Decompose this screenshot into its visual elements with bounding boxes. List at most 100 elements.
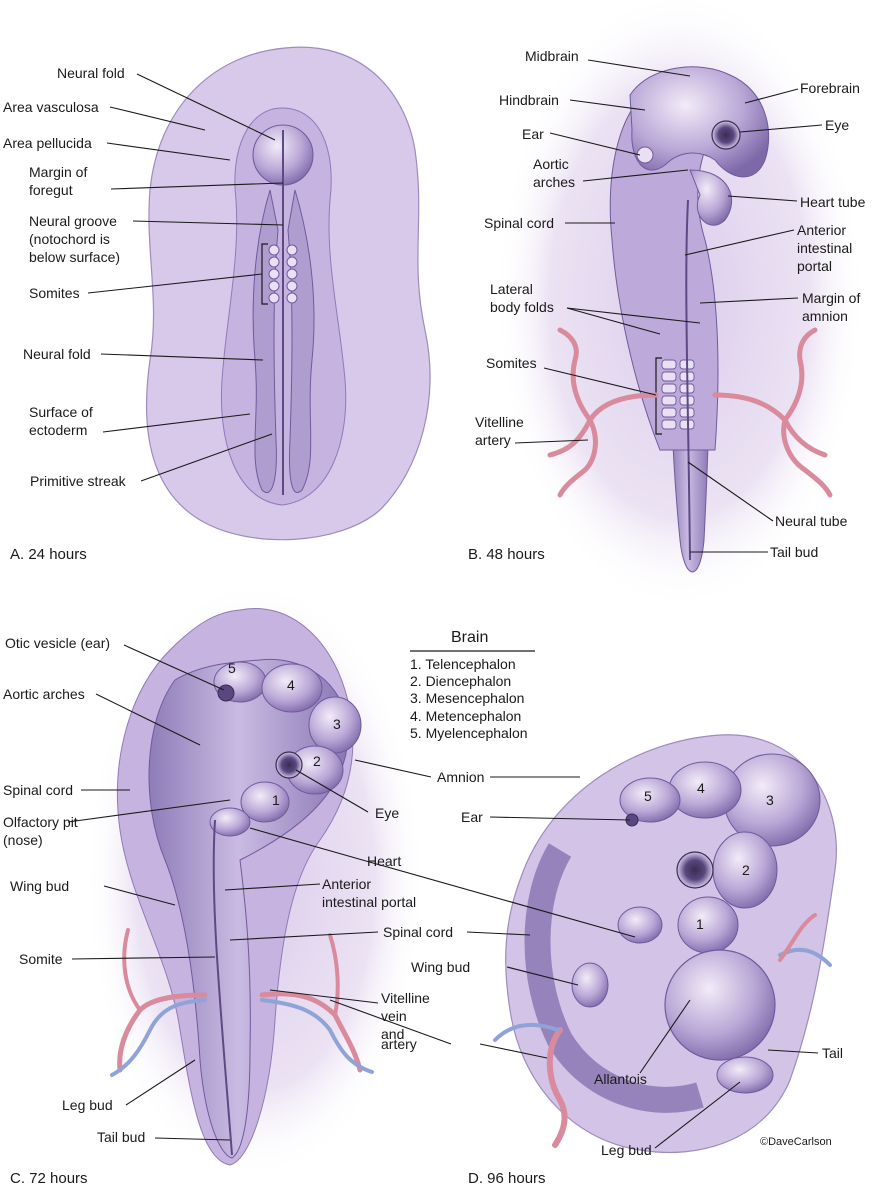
label-surface-ectoderm-line1: Surface of	[29, 404, 93, 420]
label-lateral-body-folds-line2: body folds	[490, 299, 554, 315]
brain-number-2-d: 2	[742, 862, 750, 878]
label-anterior-intestinal-portal-b-line2: intestinal	[797, 240, 853, 256]
label-anterior-intestinal-portal-b-line3: portal	[797, 258, 833, 274]
brain-number-3-c: 3	[333, 716, 341, 732]
label-neural-groove-line3: below surface)	[29, 249, 121, 265]
legend-item-1: 1. Telencephalon	[410, 656, 516, 672]
label-aortic-arches-line2: arches	[533, 174, 576, 190]
label-aortic-arches-line1: Aortic	[533, 156, 569, 172]
label-neural-groove-line1: Neural groove	[29, 213, 117, 229]
label-tail-bud-b: Tail bud	[770, 544, 819, 560]
label-margin-of-foregut-line2: foregut	[29, 182, 73, 198]
vitelline-c-vessels	[110, 928, 374, 1077]
brain-number-4-c: 4	[287, 677, 295, 693]
label-area-vasculosa: Area vasculosa	[3, 99, 99, 115]
brain-d-bulges	[619, 753, 821, 954]
eye-b-shape	[711, 120, 741, 150]
wing-bud-d-shape	[571, 962, 609, 1008]
label-surface-ectoderm-line2: ectoderm	[29, 422, 88, 438]
legend-item-3: 3. Mesencephalon	[410, 690, 525, 706]
label-tail-d: Tail	[822, 1045, 844, 1061]
panel-a-leader-lines	[87, 73, 284, 482]
label-leg-bud-c: Leg bud	[62, 1097, 113, 1113]
label-margin-of-amnion-line2: amnion	[802, 308, 848, 324]
label-forebrain: Forebrain	[800, 80, 860, 96]
legend-item-4: 4. Metencephalon	[410, 708, 522, 724]
somites-a	[268, 244, 298, 304]
label-somites-b: Somites	[486, 355, 537, 371]
panel-b-leader-lines	[514, 59, 823, 553]
label-tail-bud-c: Tail bud	[97, 1129, 146, 1145]
label-anterior-intestinal-portal-c-line1: Anterior	[322, 876, 372, 892]
label-anterior-intestinal-portal-c-line2: intestinal portal	[322, 894, 417, 910]
otic-vesicle-c-shape	[217, 684, 235, 702]
label-area-pellucida: Area pellucida	[3, 135, 92, 151]
brain-c-bulges	[213, 661, 362, 823]
heart-c-shape	[209, 807, 251, 837]
label-aortic-arches-c: Aortic arches	[3, 686, 85, 702]
label-spinal-cord-shared: Spinal cord	[383, 924, 454, 940]
label-lateral-body-folds-line1: Lateral	[490, 281, 533, 297]
label-neural-fold-mid: Neural fold	[23, 346, 91, 362]
body-d-curve	[524, 843, 704, 1113]
allantois-d-shape	[664, 949, 776, 1061]
label-spinal-cord-b: Spinal cord	[484, 215, 555, 231]
brain-number-3-d: 3	[766, 792, 774, 808]
label-ear-d: Ear	[461, 809, 483, 825]
panel-b-art	[495, 0, 865, 610]
label-heart-tube: Heart tube	[800, 194, 866, 210]
heart-tube-b-shape	[689, 169, 733, 226]
panel-a-art	[87, 46, 431, 541]
brain-number-5-c: 5	[228, 660, 236, 676]
label-hindbrain: Hindbrain	[499, 92, 559, 108]
legend-item-2: 2. Diencephalon	[410, 673, 512, 689]
label-allantois: Allantois	[594, 1071, 647, 1087]
label-primitive-streak: Primitive streak	[30, 473, 126, 489]
label-olfactory-pit-line1: Olfactory pit	[3, 814, 78, 830]
leg-bud-d-shape	[716, 1056, 774, 1094]
label-vitelline-line4: artery	[381, 1036, 417, 1052]
vitelline-artery-b	[547, 327, 833, 498]
label-olfactory-pit-line2: (nose)	[3, 832, 43, 848]
brain-number-5-d: 5	[644, 788, 652, 804]
brain-number-2-c: 2	[313, 753, 321, 769]
label-vitelline-line3: and	[381, 1026, 405, 1042]
eye-c-shape	[275, 751, 303, 779]
legend-item-5: 5. Myelencephalon	[410, 725, 528, 741]
label-somites-a: Somites	[29, 285, 80, 301]
label-eye-b: Eye	[825, 117, 850, 133]
label-midbrain: Midbrain	[525, 48, 579, 64]
spinal-cord-b-line	[685, 199, 691, 561]
label-vitelline-line2: vein	[381, 1008, 407, 1024]
label-ear-b: Ear	[522, 126, 544, 142]
label-wing-bud-d: Wing bud	[411, 959, 471, 975]
brain-b-shape	[629, 66, 770, 178]
brain-number-1-d: 1	[696, 916, 704, 932]
label-amnion: Amnion	[437, 769, 485, 785]
label-anterior-intestinal-portal-b-line1: Anterior	[797, 222, 847, 238]
spinal-cord-c-line	[212, 819, 233, 1156]
label-vitelline-artery-b-line2: artery	[475, 432, 511, 448]
label-otic-vesicle: Otic vesicle (ear)	[5, 635, 111, 651]
label-wing-bud-c: Wing bud	[10, 878, 70, 894]
caption-panel-a: A. 24 hours	[10, 546, 87, 563]
label-neural-fold-top: Neural fold	[57, 65, 125, 81]
copyright-credit: ©DaveCarlson	[760, 1136, 832, 1148]
label-heart: Heart	[367, 853, 402, 869]
caption-panel-c: C. 72 hours	[10, 1170, 88, 1187]
label-margin-of-amnion-line1: Margin of	[802, 290, 861, 306]
label-vitelline-line1: Vitelline	[381, 990, 430, 1006]
brain-number-1-c: 1	[272, 792, 280, 808]
label-eye-c: Eye	[375, 805, 400, 821]
caption-panel-d: D. 96 hours	[468, 1170, 546, 1187]
vitelline-d-vessels	[493, 913, 832, 1148]
ear-b-shape	[636, 146, 654, 164]
caption-panel-b: B. 48 hours	[468, 546, 545, 563]
label-spinal-cord-c: Spinal cord	[3, 782, 74, 798]
eye-d-shape	[676, 851, 714, 889]
label-vitelline-artery-b-line1: Vitelline	[475, 414, 524, 430]
brain-number-4-d: 4	[697, 780, 705, 796]
panel-d-art	[365, 734, 837, 1154]
